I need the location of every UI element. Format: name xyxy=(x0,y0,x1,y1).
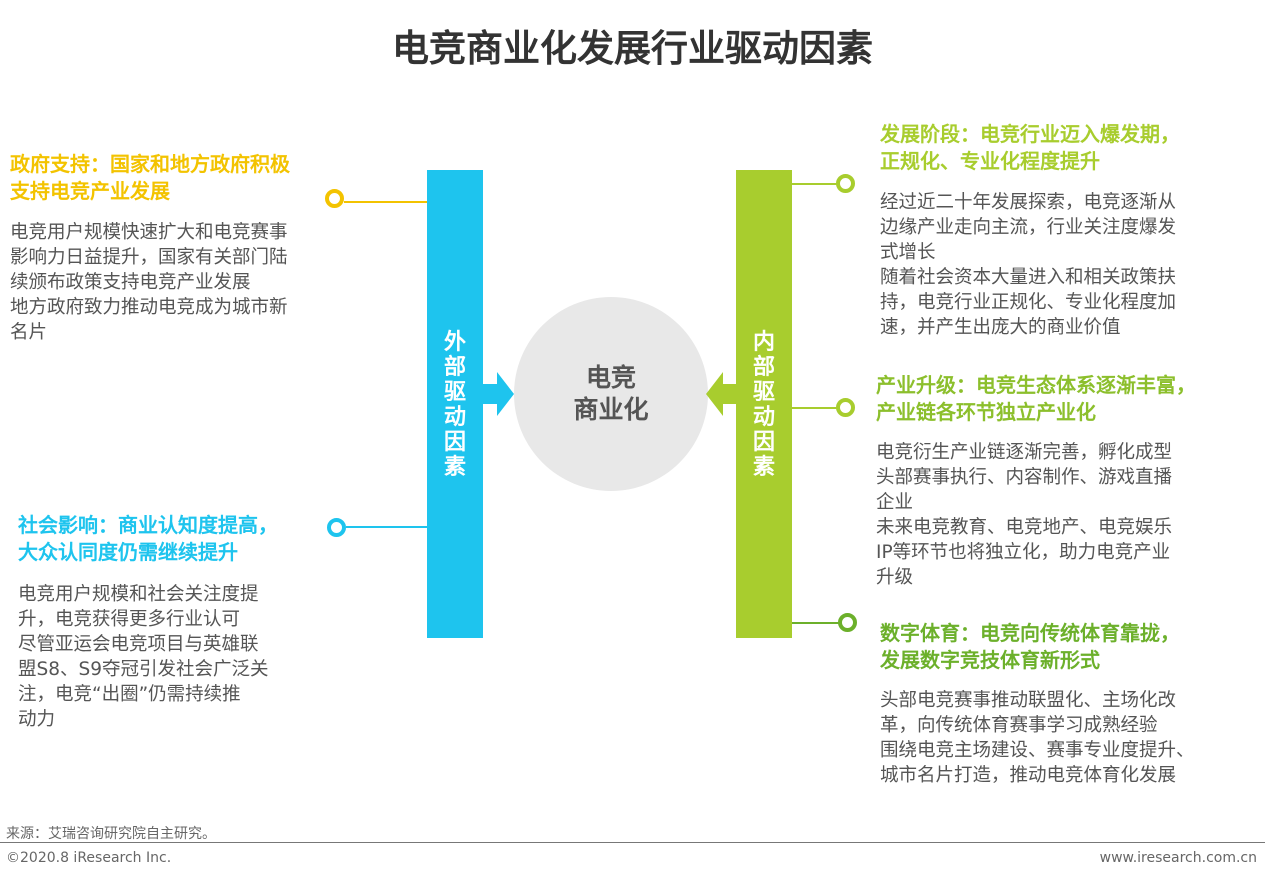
label-char: 驱 xyxy=(752,380,775,405)
connector-dot-icon xyxy=(325,189,344,208)
connector-dot-icon xyxy=(838,613,857,632)
heading-line: 产业链各环节独立产业化 xyxy=(876,400,1096,424)
connector-line xyxy=(792,622,840,624)
external-item-heading: 社会影响：商业认知度提高， 大众认同度仍需继续提升 xyxy=(18,512,278,566)
page-title: 电竞商业化发展行业驱动因素 xyxy=(392,27,873,70)
connector-line xyxy=(792,407,838,409)
heading-line: 产业升级：电竞生态体系逐渐丰富， xyxy=(876,373,1196,397)
label-char: 素 xyxy=(443,455,466,480)
website-link[interactable]: www.iresearch.com.cn xyxy=(1099,850,1257,866)
center-line1: 电竞 xyxy=(585,363,636,392)
heading-line: 正规化、专业化程度提升 xyxy=(880,149,1100,173)
internal-item-body: 头部电竞赛事推动联盟化、主场化改 革，向传统体育赛事学习成熟经验 围绕电竞主场建… xyxy=(880,690,1195,786)
label-char: 因 xyxy=(752,430,775,455)
label-char: 动 xyxy=(752,405,775,430)
external-factors-label: 外部驱动因素 xyxy=(427,330,483,480)
heading-line: 社会影响：商业认知度提高， xyxy=(18,513,278,537)
external-item-body: 电竞用户规模和社会关注度提 升，电竞获得更多行业认可 尽管亚运会电竞项目与英雄联… xyxy=(18,584,269,730)
internal-item-body: 经过近二十年发展探索，电竞逐渐从 边缘产业走向主流，行业关注度爆发 式增长 随着… xyxy=(880,192,1177,338)
label-char: 部 xyxy=(752,355,775,380)
arrow-left-icon xyxy=(706,372,737,416)
connector-line xyxy=(346,526,427,528)
heading-line: 数字体育：电竞向传统体育靠拢， xyxy=(880,621,1180,645)
internal-factors-label: 内部驱动因素 xyxy=(736,330,792,480)
internal-item-heading: 产业升级：电竞生态体系逐渐丰富， 产业链各环节独立产业化 xyxy=(876,372,1196,426)
connector-dot-icon xyxy=(836,398,855,417)
footer-divider xyxy=(0,842,1265,843)
heading-line: 大众认同度仍需继续提升 xyxy=(18,540,238,564)
internal-item-heading: 数字体育：电竞向传统体育靠拢， 发展数字竞技体育新形式 xyxy=(880,620,1180,674)
label-char: 驱 xyxy=(443,380,466,405)
heading-line: 支持电竞产业发展 xyxy=(10,179,170,203)
heading-line: 发展阶段：电竞行业迈入爆发期， xyxy=(880,122,1180,146)
source-note: 来源：艾瑞咨询研究院自主研究。 xyxy=(6,826,216,842)
internal-factors-bar xyxy=(736,170,792,638)
copyright: ©2020.8 iResearch Inc. xyxy=(6,850,172,866)
internal-item-body: 电竞衍生产业链逐渐完善，孵化成型 头部赛事执行、内容制作、游戏直播 企业 未来电… xyxy=(876,442,1173,588)
label-char: 动 xyxy=(443,405,466,430)
external-item-body: 电竞用户规模快速扩大和电竞赛事 影响力日益提升，国家有关部门陆 续颁布政策支持电… xyxy=(10,222,288,343)
heading-line: 政府支持：国家和地方政府积极 xyxy=(10,152,290,176)
connector-dot-icon xyxy=(327,518,346,537)
connector-line xyxy=(344,201,427,203)
external-factors-bar xyxy=(427,170,483,638)
connector-dot-icon xyxy=(836,174,855,193)
heading-line: 发展数字竞技体育新形式 xyxy=(880,648,1100,672)
connector-line xyxy=(792,183,838,185)
center-line2: 商业化 xyxy=(573,395,649,424)
label-char: 部 xyxy=(443,355,466,380)
internal-item-heading: 发展阶段：电竞行业迈入爆发期， 正规化、专业化程度提升 xyxy=(880,121,1180,175)
arrow-right-icon xyxy=(483,372,514,416)
label-char: 素 xyxy=(752,455,775,480)
label-char: 内 xyxy=(752,330,775,355)
center-circle: 电竞 商业化 xyxy=(514,297,708,491)
label-char: 因 xyxy=(443,430,466,455)
label-char: 外 xyxy=(443,330,466,355)
external-item-heading: 政府支持：国家和地方政府积极支持电竞产业发展 xyxy=(10,151,290,205)
